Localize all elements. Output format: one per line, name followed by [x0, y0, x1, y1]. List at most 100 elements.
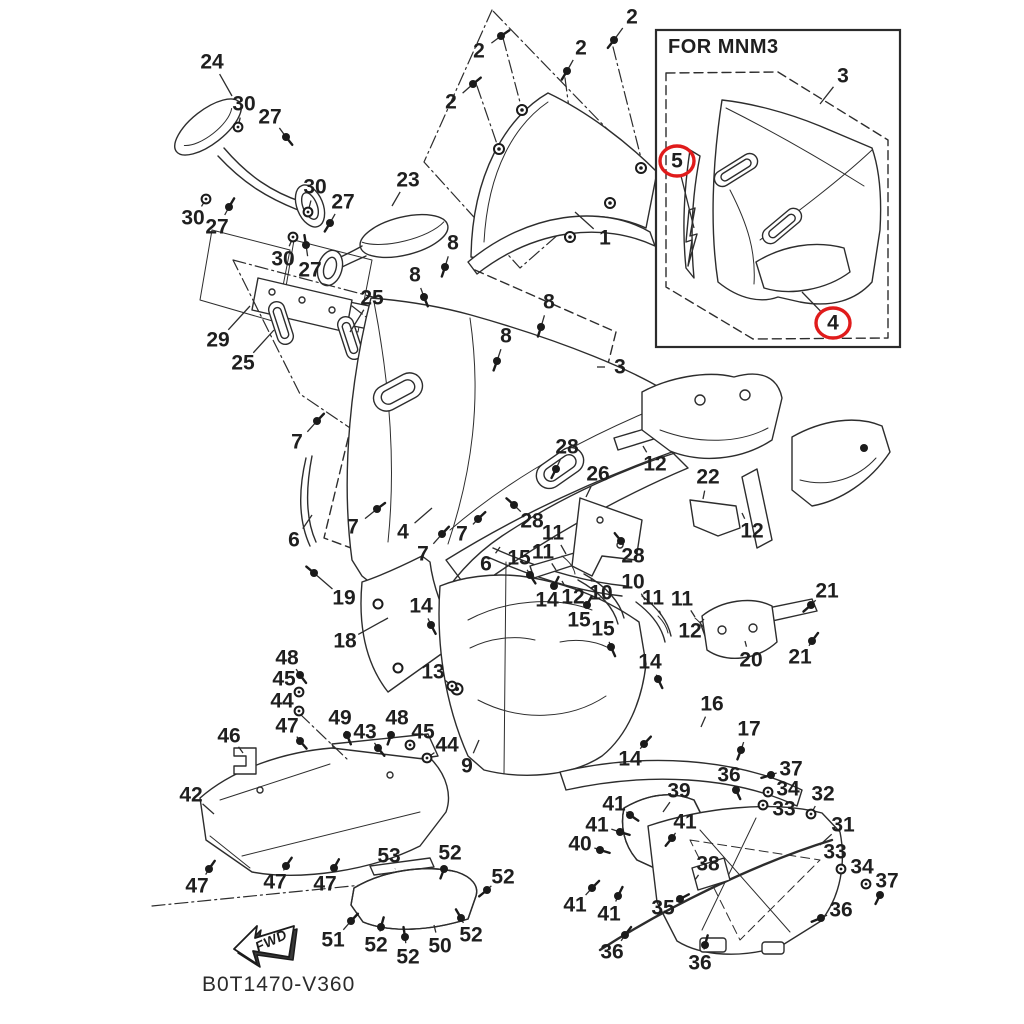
- screw-shaft-icon: [623, 925, 633, 937]
- part-callout-3: 3: [614, 356, 626, 379]
- part-callout-52: 52: [364, 934, 387, 957]
- screw-shaft-icon: [598, 848, 611, 855]
- part-callout-27: 27: [258, 106, 281, 129]
- part-callout-34: 34: [776, 778, 800, 801]
- part-callout-15: 15: [567, 609, 591, 632]
- screw-shaft-icon: [642, 735, 653, 746]
- screw-shaft-icon: [734, 788, 742, 801]
- screw-shaft-icon: [528, 573, 537, 585]
- screw-shaft-icon: [375, 501, 387, 511]
- part-callout-50: 50: [428, 935, 451, 958]
- part-callout-19: 19: [332, 587, 355, 610]
- screw-shaft-icon: [618, 830, 631, 837]
- part-callout-20: 20: [739, 649, 762, 672]
- washer-center-icon: [425, 756, 429, 760]
- part-callout-36: 36: [717, 764, 740, 787]
- part-callout-14: 14: [409, 595, 433, 618]
- leader-line: [590, 578, 593, 582]
- leader-line: [349, 309, 365, 333]
- part-callout-14: 14: [638, 651, 662, 674]
- part-callout-52: 52: [459, 924, 482, 947]
- part-callout-30: 30: [303, 176, 326, 199]
- screw-shaft-icon: [560, 69, 569, 81]
- part-callout-11: 11: [542, 522, 565, 545]
- leader-line: [391, 191, 401, 207]
- leader-line: [551, 563, 557, 571]
- part-callout-47: 47: [185, 875, 208, 898]
- leader-line: [472, 739, 480, 754]
- washer-center-icon: [761, 803, 765, 807]
- part-callout-48: 48: [275, 647, 299, 670]
- screw-shaft-icon: [585, 594, 593, 607]
- screw-shaft-icon: [454, 908, 463, 920]
- part-callout-15: 15: [507, 547, 531, 570]
- screw-shaft-icon: [478, 888, 489, 898]
- leader-line: [219, 73, 233, 97]
- part-callout-26: 26: [586, 463, 609, 486]
- part-callout-39: 39: [667, 780, 690, 803]
- washer-center-icon: [306, 210, 310, 214]
- part-callout-2: 2: [575, 37, 587, 60]
- leader-line: [585, 486, 592, 498]
- leader-line: [694, 874, 700, 881]
- screw-shaft-icon: [760, 773, 773, 780]
- leader-line: [252, 329, 275, 354]
- inner-covers-right-drawing: [641, 373, 891, 507]
- leader-line: [690, 610, 696, 618]
- screw-shaft-icon: [422, 295, 429, 308]
- part-callout-47: 47: [275, 715, 298, 738]
- part-callout-35: 35: [651, 897, 675, 920]
- screw-shaft-icon: [552, 575, 560, 588]
- washer-center-icon: [236, 125, 240, 129]
- leader-line: [357, 617, 389, 635]
- screw-shaft-icon: [499, 29, 511, 38]
- part-callout-1: 1: [599, 227, 611, 250]
- part-callout-44: 44: [270, 690, 294, 713]
- screw-shaft-icon: [386, 733, 393, 746]
- screw-shaft-icon: [298, 739, 308, 750]
- part-callout-27: 27: [331, 191, 354, 214]
- screw-shaft-icon: [284, 856, 293, 868]
- part-callout-8: 8: [447, 232, 459, 255]
- leader-line: [202, 803, 215, 815]
- brackets-drawing: [559, 497, 803, 807]
- red-highlight-circle-icon: [814, 306, 852, 340]
- part-callout-41: 41: [602, 793, 626, 816]
- part-callout-7: 7: [417, 543, 429, 566]
- part-callout-14: 14: [618, 748, 642, 771]
- screw-shaft-icon: [609, 645, 617, 658]
- part-callout-32: 32: [811, 783, 834, 806]
- part-callout-49: 49: [328, 707, 351, 730]
- part-callout-7: 7: [291, 431, 303, 454]
- screw-shaft-icon: [550, 467, 558, 480]
- leader-line: [700, 716, 707, 728]
- part-callout-12: 12: [678, 620, 701, 643]
- part-callout-14: 14: [535, 589, 559, 612]
- upper-fairing-drawing: [323, 269, 689, 611]
- lower-right-cowl-drawing: [598, 794, 844, 955]
- part-callout-9: 9: [461, 755, 473, 778]
- screw-shaft-icon: [429, 623, 437, 636]
- part-callout-27: 27: [205, 216, 228, 239]
- leader-line: [662, 801, 671, 813]
- part-callout-25: 25: [231, 352, 255, 375]
- part-callout-41: 41: [597, 903, 621, 926]
- screw-shaft-icon: [810, 631, 820, 643]
- inset-title: FOR MNM3: [668, 36, 779, 58]
- screw-shaft-icon: [227, 197, 236, 209]
- screw-shaft-icon: [492, 359, 499, 372]
- part-callout-15: 15: [591, 618, 615, 641]
- washer-center-icon: [839, 867, 843, 871]
- washer-center-icon: [408, 743, 412, 747]
- screw-shaft-icon: [349, 912, 360, 923]
- screw-shaft-icon: [703, 934, 709, 947]
- screw-shaft-icon: [402, 925, 407, 939]
- screw-shaft-icon: [628, 813, 640, 822]
- screw-shaft-icon: [439, 867, 446, 880]
- screw-shaft-icon: [376, 746, 386, 757]
- screw-shaft-icon: [664, 836, 674, 847]
- part-callout-17: 17: [737, 718, 760, 741]
- part-callout-37: 37: [875, 870, 898, 893]
